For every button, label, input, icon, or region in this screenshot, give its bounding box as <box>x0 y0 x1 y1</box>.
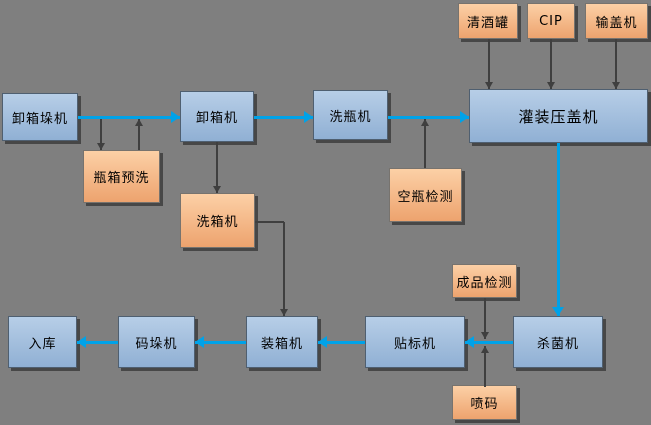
connector-main-line-to-crate-pre-washer <box>100 119 102 150</box>
node-label-warehouse: 入库 <box>28 336 57 352</box>
node-product-inspector: 成品检测 <box>452 264 517 298</box>
connector-palletizer-to-warehouse <box>77 340 118 344</box>
node-labeler: 贴标机 <box>365 316 465 368</box>
node-crate-pre-washer: 瓶箱预洗 <box>83 150 160 203</box>
node-filler-capper: 灌装压盖机 <box>469 89 648 143</box>
node-label-palletizer: 码垛机 <box>135 336 178 352</box>
arrowhead-empty-bottle-inspector-to-main-line <box>421 119 429 126</box>
arrowhead-unboxer-to-crate-washer <box>213 186 221 193</box>
node-label-empty-bottle-inspector: 空瓶检测 <box>397 189 454 205</box>
node-label-inkjet-coder: 喷码 <box>470 397 499 412</box>
arrowhead-filler-capper-to-sterilizer <box>552 307 564 316</box>
connector-labeler-to-case-packer <box>318 340 365 344</box>
arrowhead-palletizer-to-warehouse <box>77 336 86 348</box>
node-label-case-packer: 装箱机 <box>260 336 303 352</box>
connector-sake-tank-to-filler-capper <box>488 39 490 89</box>
connector-unboxer-to-bottle-washer <box>254 115 313 119</box>
connector-empty-bottle-inspector-to-main-line <box>424 119 426 168</box>
node-sterilizer: 杀菌机 <box>513 316 603 368</box>
arrowhead-crate-pre-washer-to-main-line <box>135 119 143 126</box>
node-label-sterilizer: 杀菌机 <box>536 336 579 352</box>
node-label-labeler: 贴标机 <box>393 336 436 352</box>
connector-inkjet-coder-to-main-line <box>484 346 486 387</box>
connector-cip-to-filler-capper <box>550 39 552 89</box>
node-cip: CIP <box>527 3 575 39</box>
node-label-cap-feeder: 输盖机 <box>595 15 638 31</box>
node-label-filler-capper: 灌装压盖机 <box>518 107 599 126</box>
node-bottle-washer: 洗瓶机 <box>313 90 388 140</box>
connector-bottle-washer-to-filler-capper <box>388 115 469 119</box>
node-label-sake-tank: 清酒罐 <box>466 15 509 31</box>
connector-unboxer-to-crate-washer <box>216 142 218 193</box>
arrowhead-cip-to-filler-capper <box>547 82 555 89</box>
arrowhead-product-inspector-to-main-line <box>481 332 489 339</box>
node-label-cip: CIP <box>539 13 563 29</box>
node-inkjet-coder: 喷码 <box>452 385 517 420</box>
node-warehouse: 入库 <box>8 316 77 368</box>
connector-filler-capper-to-sterilizer <box>556 143 560 316</box>
node-case-packer: 装箱机 <box>246 316 318 368</box>
node-label-crate-pre-washer: 瓶箱预洗 <box>93 171 150 186</box>
node-label-bottle-washer: 洗瓶机 <box>329 109 372 125</box>
arrowhead-inkjet-coder-to-main-line <box>481 346 489 353</box>
node-label-product-inspector: 成品检测 <box>456 275 513 291</box>
node-cap-feeder: 输盖机 <box>585 3 648 39</box>
connector-product-inspector-to-main-line <box>484 298 486 339</box>
node-label-depalletizer: 卸箱垛机 <box>11 111 68 127</box>
connector-depalletizer-to-unboxer <box>78 115 180 119</box>
arrowhead-sterilizer-to-labeler <box>465 336 474 348</box>
connector-crate-washer-to-case-packer <box>283 222 285 316</box>
arrowhead-crate-washer-to-case-packer <box>280 309 288 316</box>
node-crate-washer: 洗箱机 <box>180 193 255 248</box>
connector-sterilizer-to-labeler <box>465 340 513 344</box>
node-unboxer: 卸箱机 <box>180 91 254 142</box>
arrowhead-depalletizer-to-unboxer <box>171 111 180 123</box>
arrowhead-labeler-to-case-packer <box>318 336 327 348</box>
node-label-crate-washer: 洗箱机 <box>196 215 239 230</box>
arrowhead-bottle-washer-to-filler-capper <box>460 111 469 123</box>
arrowhead-main-line-to-crate-pre-washer <box>97 143 105 150</box>
node-depalletizer: 卸箱垛机 <box>2 93 78 141</box>
node-label-unboxer: 卸箱机 <box>195 111 238 126</box>
connector-crate-washer-to-case-packer <box>255 221 284 223</box>
connector-cap-feeder-to-filler-capper <box>615 39 617 89</box>
arrowhead-unboxer-to-bottle-washer <box>304 111 313 123</box>
arrowhead-sake-tank-to-filler-capper <box>485 82 493 89</box>
connector-case-packer-to-palletizer <box>195 340 246 344</box>
node-empty-bottle-inspector: 空瓶检测 <box>389 168 462 222</box>
arrowhead-cap-feeder-to-filler-capper <box>612 82 620 89</box>
node-palletizer: 码垛机 <box>118 316 195 368</box>
node-sake-tank: 清酒罐 <box>458 3 518 39</box>
arrowhead-case-packer-to-palletizer <box>195 336 204 348</box>
connector-crate-pre-washer-to-main-line <box>138 119 140 150</box>
